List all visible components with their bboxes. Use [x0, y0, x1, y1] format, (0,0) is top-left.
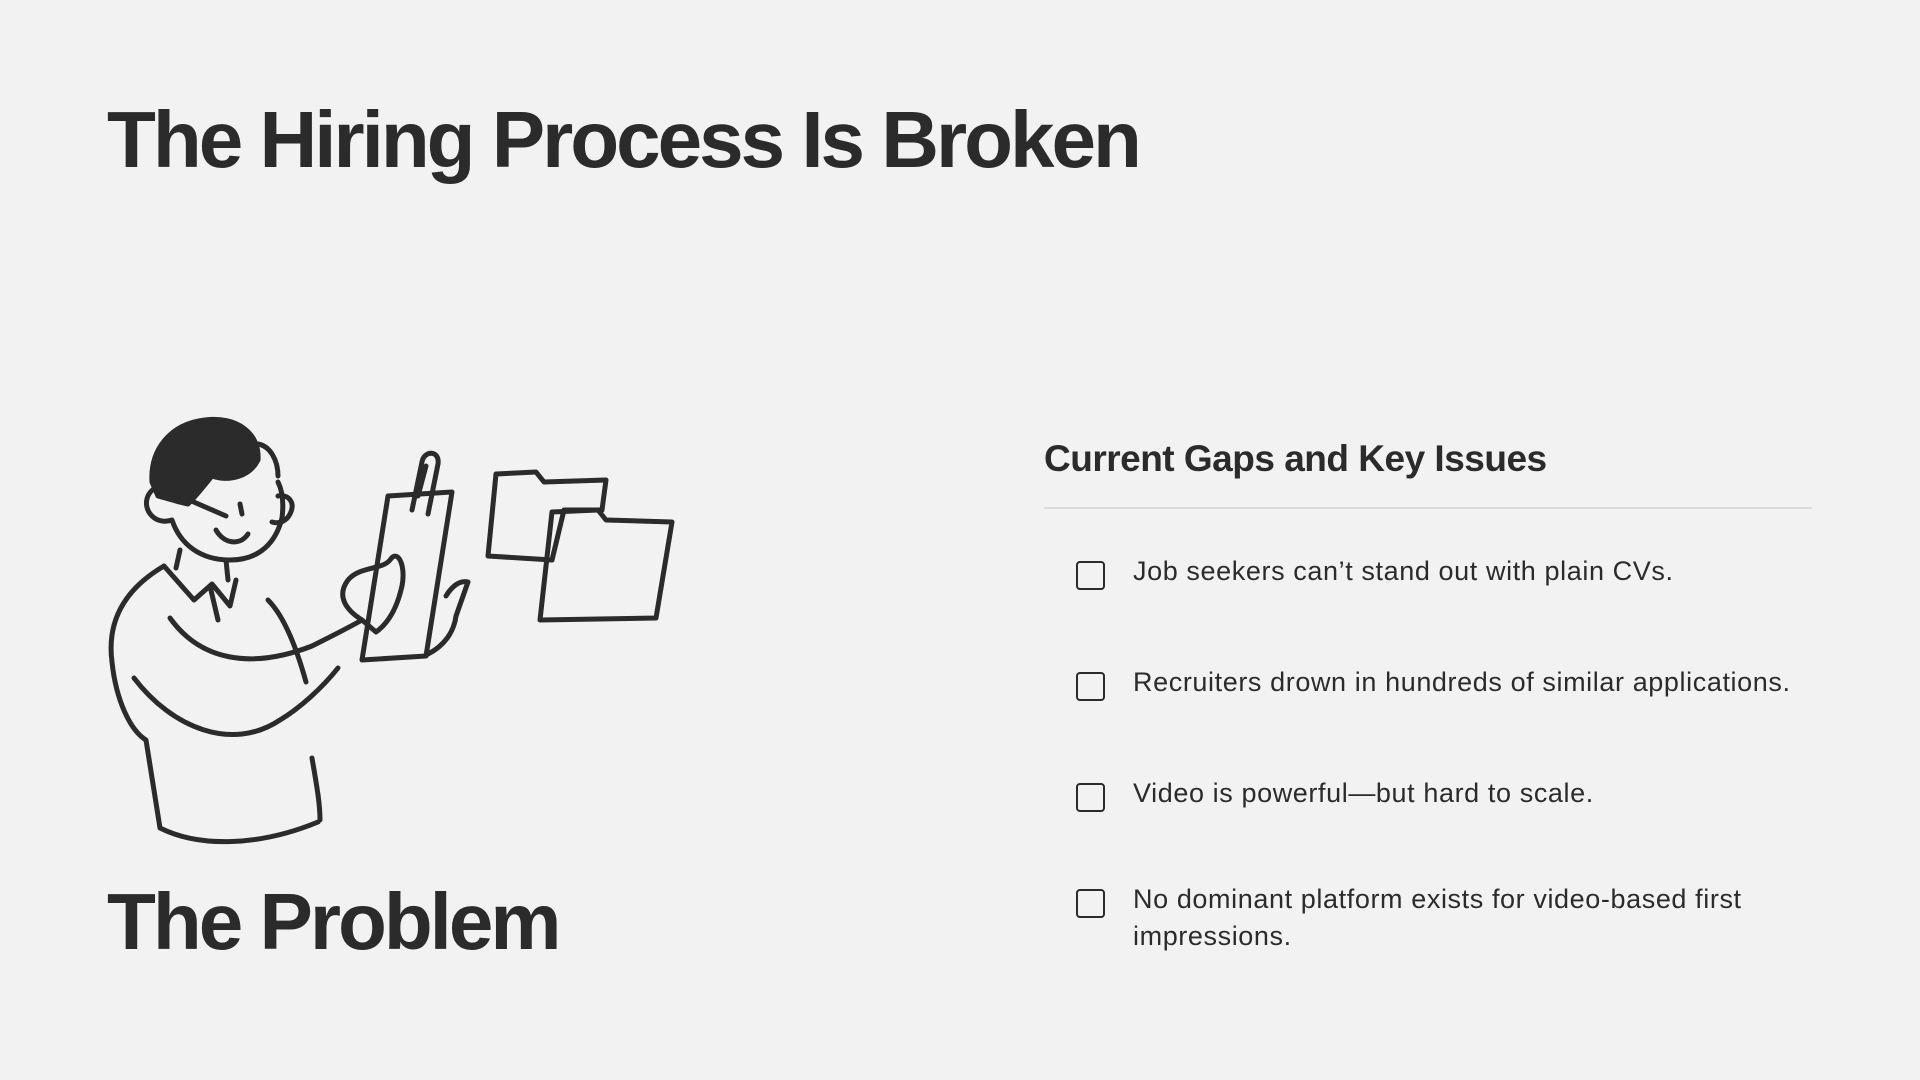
smile — [213, 527, 251, 545]
checkbox[interactable] — [1076, 672, 1105, 701]
head-outline — [143, 479, 286, 563]
body-outline — [108, 563, 321, 845]
raised-arm — [167, 615, 365, 662]
collar — [161, 563, 239, 609]
list-item: No dominant platform exists for video-ba… — [1076, 881, 1866, 955]
clipboard — [359, 489, 455, 663]
list-item: Job seekers can’t stand out with plain C… — [1076, 553, 1866, 590]
divider — [1044, 507, 1812, 509]
front-arm — [131, 665, 341, 737]
person-holding-document-illustration — [100, 410, 700, 860]
hair-shape — [149, 416, 261, 507]
list-item: Recruiters drown in hundreds of similar … — [1076, 664, 1866, 701]
checkbox[interactable] — [1076, 561, 1105, 590]
issue-text: Recruiters drown in hundreds of similar … — [1133, 667, 1791, 697]
hand — [340, 553, 406, 635]
checkbox[interactable] — [1076, 889, 1105, 918]
issue-text: Video is powerful—but hard to scale. — [1133, 778, 1594, 808]
list-item: Video is powerful—but hard to scale. — [1076, 775, 1866, 812]
issue-text: Job seekers can’t stand out with plain C… — [1133, 556, 1674, 586]
paperclip — [409, 450, 441, 517]
issue-text: No dominant platform exists for video-ba… — [1133, 884, 1742, 951]
section-label: The Problem — [107, 877, 562, 966]
checkbox[interactable] — [1076, 783, 1105, 812]
slide-title: The Hiring Process Is Broken — [107, 95, 1142, 184]
glasses-line — [177, 493, 229, 519]
panel-heading: Current Gaps and Key Issues — [1044, 438, 1547, 479]
folders-icon — [485, 469, 675, 623]
